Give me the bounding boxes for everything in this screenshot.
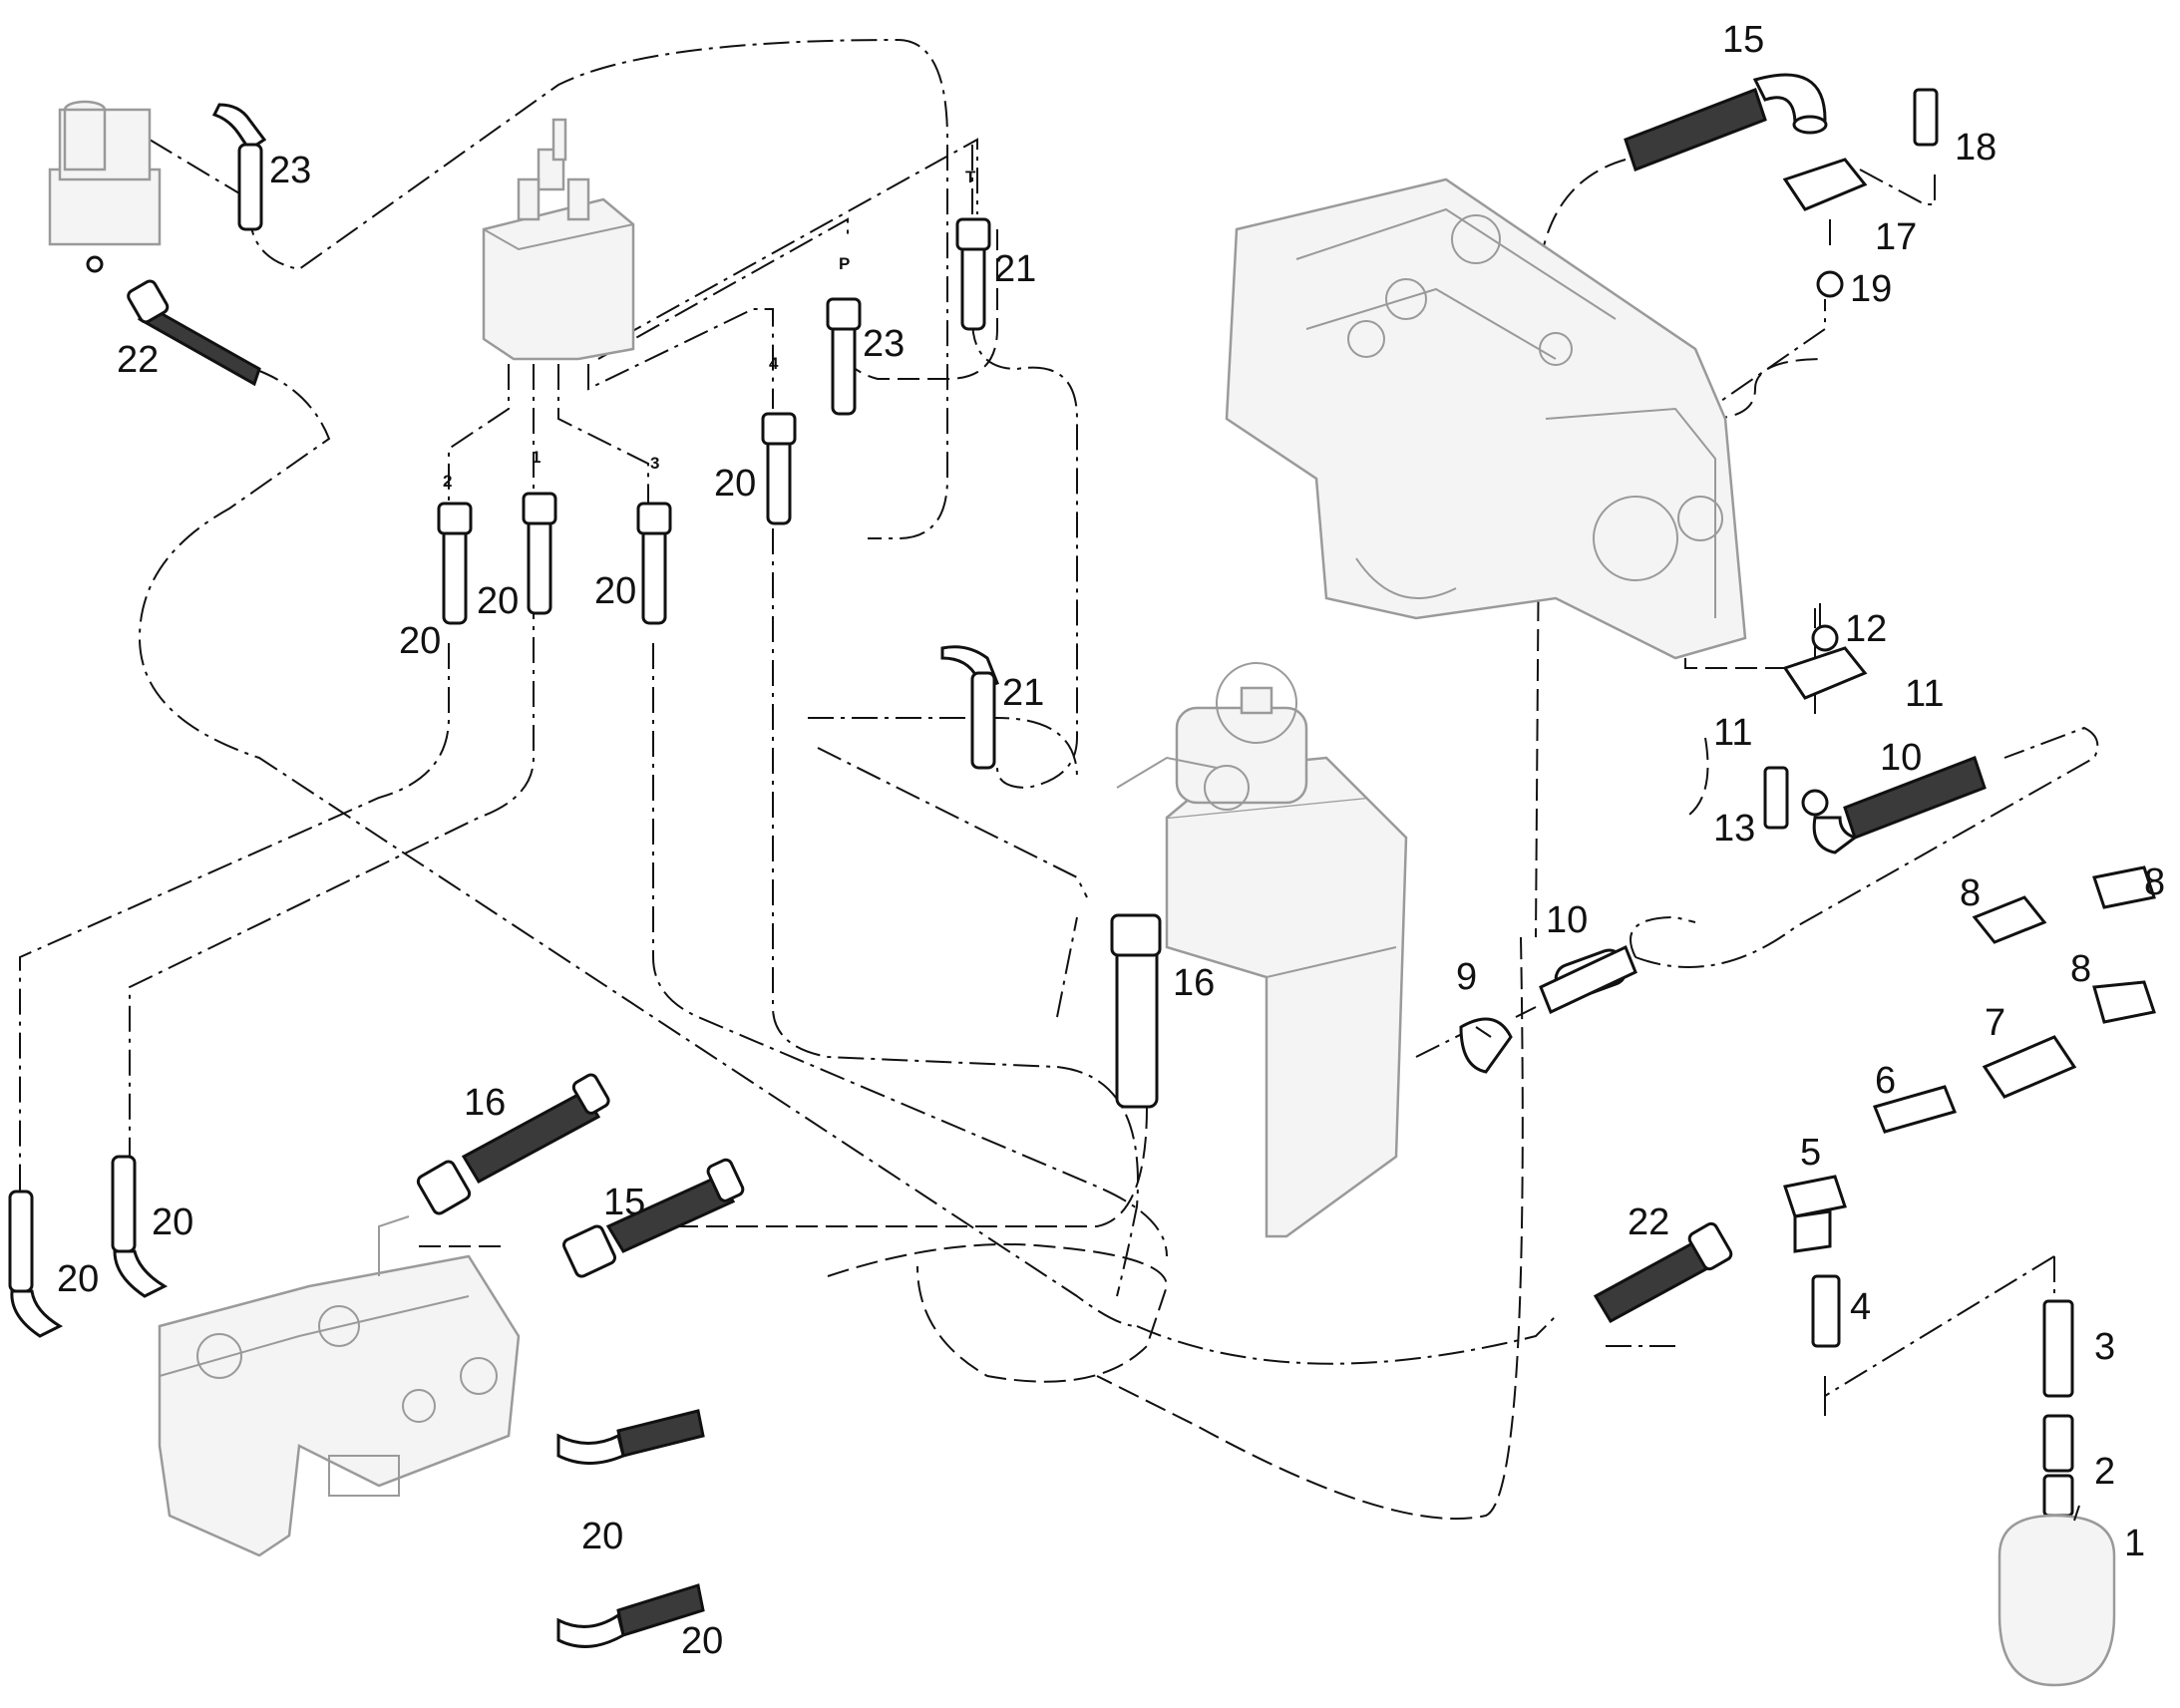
port-label-4: 4	[769, 354, 779, 373]
control-valve-lower-left	[158, 1215, 521, 1557]
callout-20-g: 20	[581, 1516, 623, 1557]
callout-1: 1	[2124, 1523, 2145, 1564]
pressure-switch-22-23	[48, 100, 162, 273]
callout-20-h: 20	[681, 1620, 723, 1662]
callout-23-a: 23	[269, 150, 311, 191]
callout-11-b: 11	[1713, 712, 1752, 754]
hose-22-top	[127, 279, 261, 387]
callout-6: 6	[1875, 1060, 1896, 1102]
callout-9: 9	[1456, 956, 1477, 998]
hose-21-mid	[940, 645, 999, 770]
callout-18: 18	[1955, 127, 1997, 169]
hose-15-right	[1624, 73, 1828, 171]
leader-lines	[1475, 1026, 2080, 1522]
fittings-right-column	[1459, 865, 2156, 1518]
callout-20-e: 20	[152, 1201, 193, 1243]
callout-13: 13	[1713, 808, 1755, 850]
callout-15-a: 15	[1722, 19, 1764, 61]
callout-20-c: 20	[594, 570, 636, 612]
callout-17: 17	[1875, 216, 1917, 258]
valve-block-upper-right	[1225, 177, 1747, 660]
callout-20-a: 20	[399, 620, 441, 662]
callout-16-a: 16	[1173, 962, 1215, 1004]
port-label-2: 2	[443, 472, 452, 491]
callout-19: 19	[1850, 268, 1892, 310]
callout-10-a: 10	[1546, 899, 1588, 941]
callout-8-a: 8	[1960, 872, 1981, 914]
port-labels: 2 1 3 4 P T	[443, 168, 976, 491]
hose-16-diagonal	[416, 1073, 610, 1215]
callout-numbers: 1 2 3 4 5 6 7 8 8 8 9 10 10 11 11 12 13 …	[57, 19, 2165, 1662]
reservoir-tank	[1116, 662, 1408, 1238]
callout-21-a: 21	[994, 248, 1036, 290]
callout-23-b: 23	[863, 323, 905, 365]
port-label-p: P	[839, 254, 850, 273]
hose-21-top	[955, 217, 991, 331]
hose-23-top	[211, 103, 267, 231]
callout-21-b: 21	[1002, 672, 1044, 714]
callout-20-f: 20	[57, 1258, 99, 1300]
callout-12: 12	[1845, 608, 1887, 650]
callout-22-a: 22	[117, 339, 159, 381]
callout-22-b: 22	[1628, 1201, 1669, 1243]
hose-23-mid	[826, 297, 862, 416]
callout-5: 5	[1800, 1132, 1821, 1174]
callout-8-c: 8	[2070, 948, 2091, 990]
port-label-t: T	[965, 168, 976, 186]
callout-15-b: 15	[603, 1182, 645, 1223]
callout-8-b: 8	[2144, 861, 2165, 903]
callout-3: 3	[2094, 1326, 2115, 1368]
callout-20-d: 20	[714, 463, 756, 505]
hose-15-diagonal	[561, 1158, 745, 1278]
callout-10-b: 10	[1880, 737, 1922, 779]
callout-16-b: 16	[464, 1082, 506, 1124]
hoses-20-column	[437, 412, 797, 625]
hoses-20-left	[8, 1155, 169, 1338]
port-label-3: 3	[650, 454, 659, 473]
gear-pump-main	[482, 118, 635, 361]
callout-4: 4	[1850, 1286, 1871, 1328]
callout-2: 2	[2094, 1451, 2115, 1493]
callout-7: 7	[1985, 1002, 2005, 1044]
hoses-20-bottom	[556, 1409, 705, 1648]
callout-11-a: 11	[1905, 673, 1944, 715]
hose-22-right	[1593, 1221, 1733, 1324]
flange-clamps	[1763, 88, 1939, 830]
callout-20-b: 20	[477, 580, 519, 622]
accumulator	[1998, 1514, 2116, 1687]
hose-16-vertical	[1110, 913, 1162, 1109]
port-label-1: 1	[532, 448, 541, 467]
